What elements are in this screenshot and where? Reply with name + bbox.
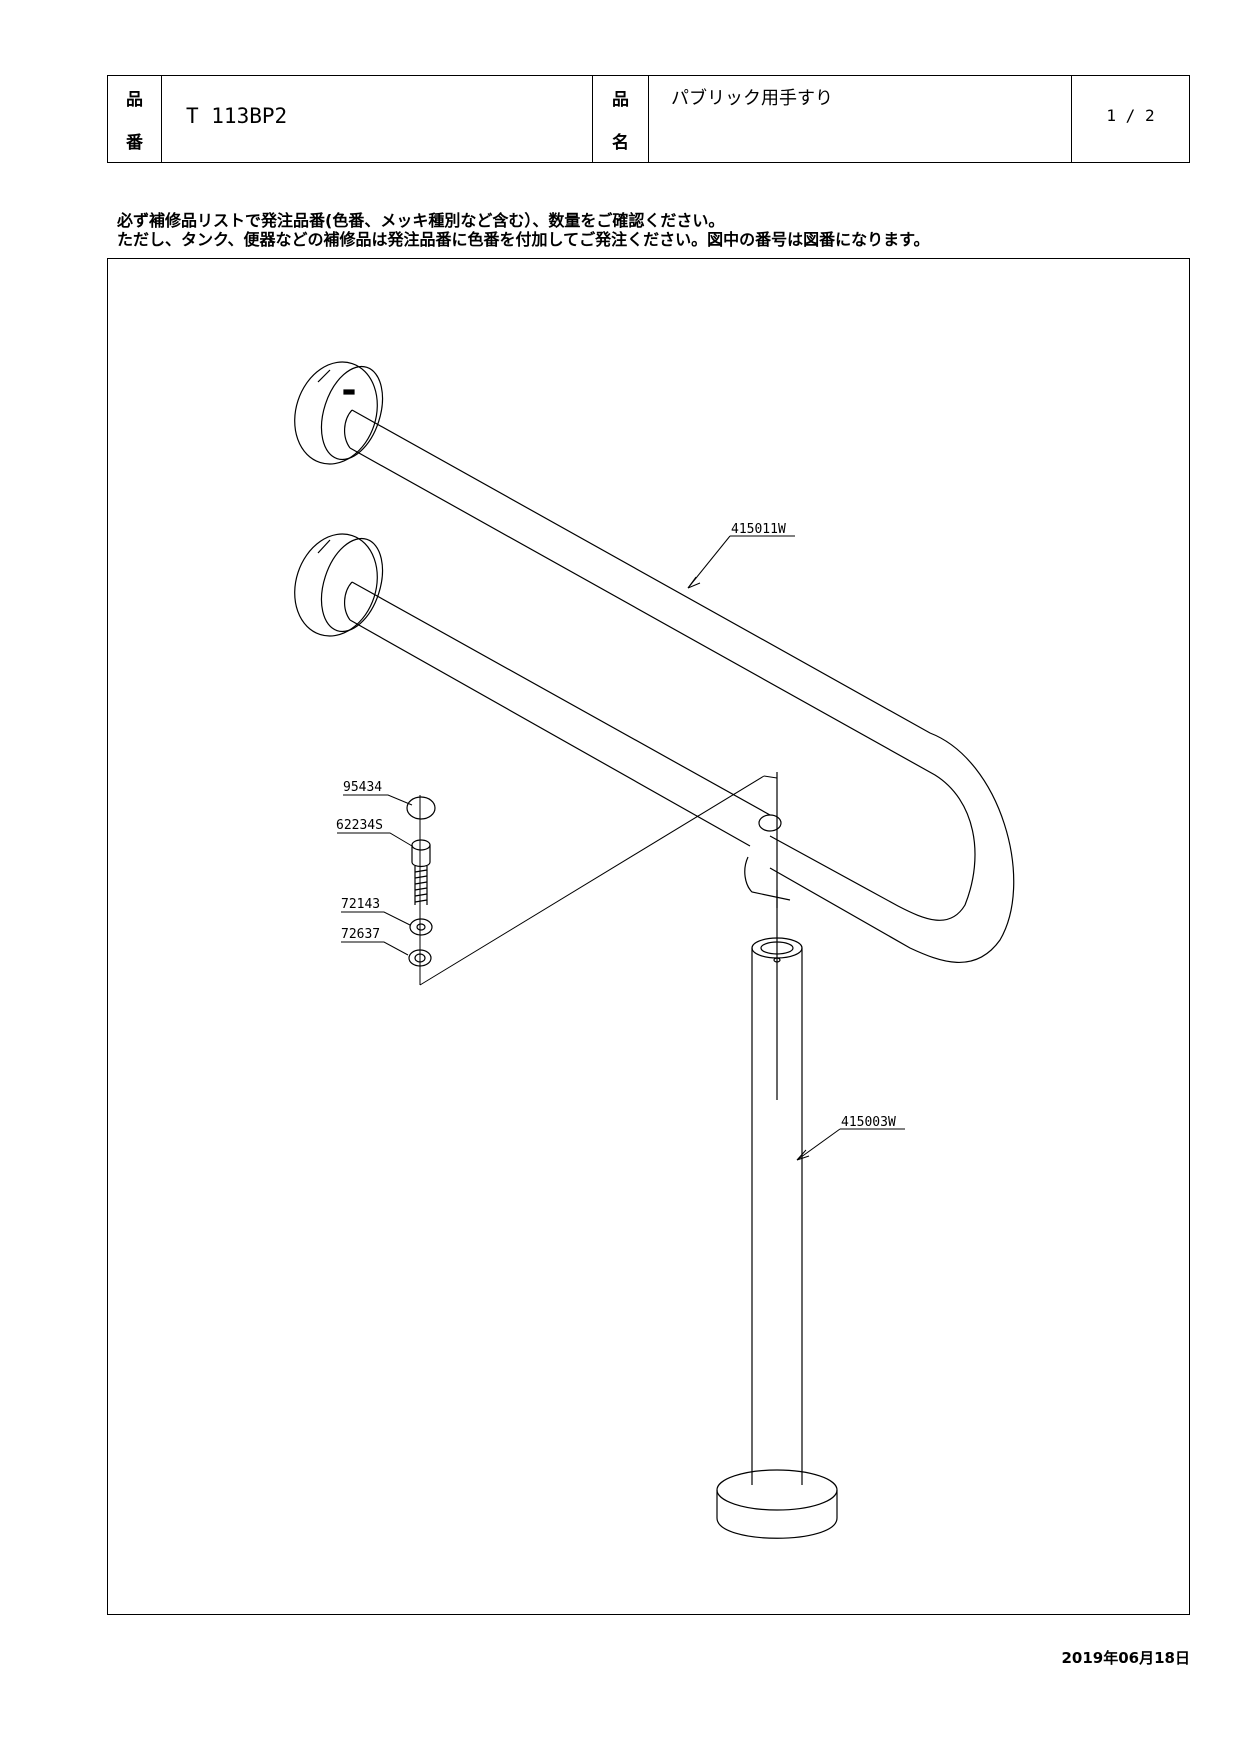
screw-cover-cap — [406, 796, 436, 820]
lower-wall-flange — [294, 533, 384, 637]
notice-line-2: ただし、タンク、便器などの補修品は発注品番に色番を付加してご発注ください。図中の… — [117, 230, 930, 249]
part-number-cell: T 113BP2 — [162, 76, 593, 162]
drawing-frame — [107, 258, 1190, 1615]
part-number-label-top: 品 — [126, 90, 143, 110]
explode-guide-lines — [419, 775, 778, 986]
part-label-handrail: 415011W — [731, 522, 786, 537]
part-number: T 113BP2 — [186, 104, 288, 128]
page-number-cell: 1 / 2 — [1072, 76, 1189, 162]
washer — [409, 918, 433, 936]
spacer — [408, 949, 432, 967]
part-label-washer: 72143 — [341, 897, 380, 912]
vertical-post — [751, 772, 803, 1485]
upper-wall-flange — [294, 361, 384, 465]
product-name-label-cell: 品 名 — [593, 76, 649, 162]
product-name-label-bottom: 名 — [612, 133, 629, 153]
floor-flange — [716, 1469, 838, 1539]
part-number-label-bottom: 番 — [126, 133, 143, 153]
part-label-bolt: 62234S — [336, 818, 383, 833]
page-number: 1 / 2 — [1106, 106, 1155, 125]
product-name: パブリック用手すり — [671, 88, 833, 109]
leader-lines — [337, 535, 905, 1161]
product-name-cell: パブリック用手すり — [649, 76, 1072, 162]
product-name-label-top: 品 — [612, 90, 629, 110]
part-label-spacer: 72637 — [341, 927, 380, 942]
notice-line-1: 必ず補修品リストで発注品番(色番、メッキ種別など含む）、数量をご確認ください。 — [117, 211, 725, 230]
title-block: 品 番 T 113BP2 品 名 パブリック用手すり 1 / 2 — [107, 75, 1190, 163]
hex-bolt — [411, 839, 431, 905]
issue-date: 2019年06月18日 — [1061, 1649, 1191, 1667]
ordering-notice: 必ず補修品リストで発注品番(色番、メッキ種別など含む）、数量をご確認ください。 … — [117, 211, 929, 249]
part-label-cap: 95434 — [343, 780, 382, 795]
part-number-label-cell: 品 番 — [108, 76, 162, 162]
handrail-bar — [344, 409, 1015, 963]
part-label-post: 415003W — [841, 1115, 896, 1130]
